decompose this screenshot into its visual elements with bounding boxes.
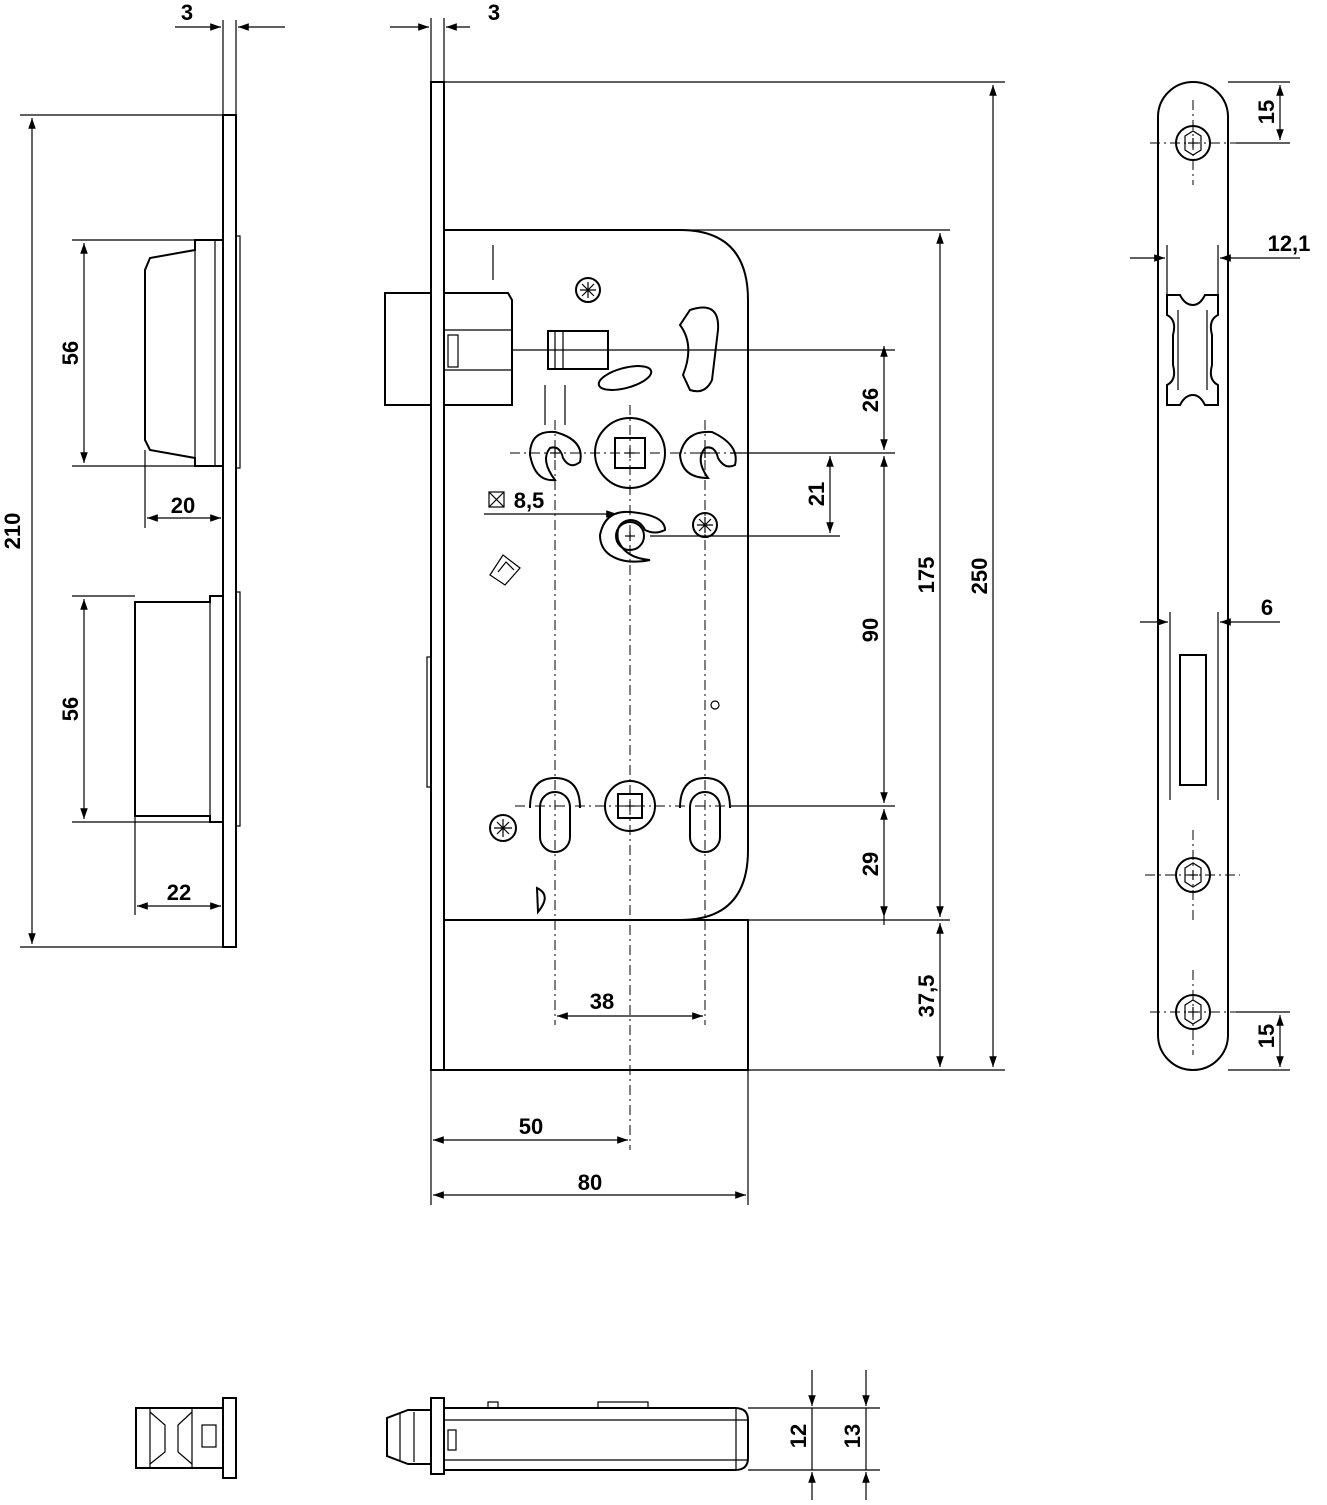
dim-latch-height-13: 13 xyxy=(840,1424,865,1448)
dim-faceplate-bottom-hole: 15 xyxy=(1254,1024,1279,1048)
case-body-outline xyxy=(444,229,749,921)
brand-logo-icon xyxy=(489,554,521,586)
dim-case-thickness: 3 xyxy=(488,0,500,25)
dim-strike-upper-depth: 20 xyxy=(171,493,195,518)
dim-strike-upper-opening: 56 xyxy=(58,341,83,365)
faceplate-outline xyxy=(1157,81,1229,1071)
dim-90: 90 xyxy=(858,618,883,642)
dim-faceplate-top-hole: 15 xyxy=(1254,100,1279,124)
faceplate-bolt-opening xyxy=(1179,654,1207,786)
dim-backset: 50 xyxy=(519,1114,543,1139)
lock-bottom-view: 12 13 xyxy=(386,1370,880,1500)
dim-175: 175 xyxy=(914,557,939,594)
dim-250: 250 xyxy=(967,558,992,595)
cam-oval xyxy=(597,365,653,391)
lock-case-view: 3 26 21 90 29 175 37,5 250 xyxy=(384,0,1005,1205)
faceplate-screw-top-icon xyxy=(1150,100,1236,185)
dim-strike-height: 210 xyxy=(0,513,25,550)
center-fixing xyxy=(598,510,667,563)
faceplate-screw-bottom-icon xyxy=(1150,970,1236,1055)
dim-21: 21 xyxy=(804,482,829,506)
strike-plate-body xyxy=(222,114,237,948)
dim-case-width: 80 xyxy=(578,1170,602,1195)
dim-spindle-square: 8,5 xyxy=(514,488,545,513)
dim-strike-thickness: 3 xyxy=(181,0,193,25)
strike-bottom-view xyxy=(135,1397,237,1479)
square-symbol-icon xyxy=(488,491,505,508)
faceplate-screw-mid-icon xyxy=(1145,830,1240,920)
faceplate-view: 15 12,1 6 15 xyxy=(1130,81,1311,1071)
strike-upper-box xyxy=(144,235,241,469)
dim-37-5: 37,5 xyxy=(914,975,939,1018)
upper-right-fixing xyxy=(678,430,737,480)
faceplate-latch-opening xyxy=(1166,294,1219,406)
dim-29: 29 xyxy=(858,852,883,876)
dim-latch-height-12: 12 xyxy=(786,1424,811,1448)
strike-lower-box xyxy=(134,591,241,827)
screw-lower-icon xyxy=(489,814,517,842)
lever-slot xyxy=(678,306,720,393)
strike-plate-view: 3 210 56 20 56 22 xyxy=(0,0,285,948)
screw-top-icon xyxy=(575,277,601,303)
dim-faceplate-bolt-width: 6 xyxy=(1261,595,1273,620)
small-cam xyxy=(535,886,546,915)
small-hole xyxy=(710,700,720,710)
dim-26: 26 xyxy=(858,388,883,412)
case-faceplate-edge xyxy=(430,81,445,1071)
dim-strike-lower-opening: 56 xyxy=(58,697,83,721)
dim-strike-lower-depth: 22 xyxy=(167,880,191,905)
dim-faceplate-latch-width: 12,1 xyxy=(1268,231,1311,256)
dim-38: 38 xyxy=(590,989,614,1014)
latch-bolt xyxy=(384,292,513,406)
